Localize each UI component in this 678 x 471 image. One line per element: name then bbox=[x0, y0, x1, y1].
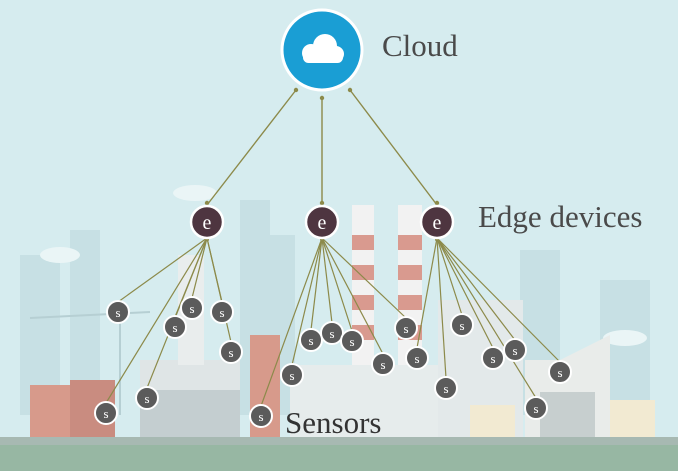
sensor-node: s bbox=[524, 396, 548, 420]
cloud-node bbox=[280, 8, 364, 92]
sensor-node-letter: s bbox=[349, 334, 354, 349]
edge-node-letter: e bbox=[433, 212, 442, 234]
sensor-node-letter: s bbox=[443, 381, 448, 396]
sensor-node: s bbox=[450, 313, 474, 337]
cloud-icon bbox=[302, 34, 344, 63]
sensor-node: s bbox=[371, 352, 395, 376]
sensor-node: s bbox=[548, 360, 572, 384]
sensor-node: s bbox=[106, 300, 130, 324]
sensor-node-letter: s bbox=[115, 305, 120, 320]
sensor-node: s bbox=[405, 346, 429, 370]
sensors-label: Sensors bbox=[285, 405, 382, 440]
edge-sensor-link bbox=[436, 237, 561, 363]
edge-node-letter: e bbox=[318, 212, 327, 234]
sensor-node: s bbox=[94, 401, 118, 425]
link-endpoint bbox=[434, 200, 440, 206]
edge-sensor-link bbox=[436, 237, 494, 349]
edge-sensor-link bbox=[321, 237, 407, 319]
edge-devices-label: Edge devices bbox=[478, 199, 643, 234]
edge-sensor-link bbox=[436, 237, 516, 341]
edge-sensor-link bbox=[416, 237, 438, 349]
link-endpoint bbox=[319, 95, 325, 101]
sensor-node-letter: s bbox=[557, 365, 562, 380]
sensor-node-letter: s bbox=[512, 343, 517, 358]
sensor-node: s bbox=[180, 296, 204, 320]
sensor-node: s bbox=[340, 329, 364, 353]
link-endpoint bbox=[347, 87, 353, 93]
edge-sensor-link bbox=[117, 237, 208, 303]
sensor-node-letter: s bbox=[459, 318, 464, 333]
sensor-node: s bbox=[219, 340, 243, 364]
link-endpoint bbox=[319, 200, 325, 206]
sensor-node-letter: s bbox=[289, 368, 294, 383]
sensor-node-letter: s bbox=[172, 320, 177, 335]
sensor-node-letter: s bbox=[219, 305, 224, 320]
sensor-node-letter: s bbox=[380, 357, 385, 372]
edge-sensor-link bbox=[321, 237, 333, 324]
edge-sensor-link bbox=[321, 237, 384, 355]
sensor-node: s bbox=[320, 321, 344, 345]
sensor-node-letter: s bbox=[258, 409, 263, 424]
edge-sensor-link bbox=[105, 237, 208, 404]
sensor-node-letter: s bbox=[403, 321, 408, 336]
edge-sensor-link bbox=[436, 237, 447, 379]
edge-device-node: e bbox=[304, 204, 340, 240]
link-endpoint bbox=[204, 200, 210, 206]
sensor-node-letter: s bbox=[414, 351, 419, 366]
sensor-node: s bbox=[481, 346, 505, 370]
edge-sensor-link bbox=[436, 237, 537, 399]
edge-sensor-link bbox=[436, 237, 463, 316]
sensor-node: s bbox=[210, 300, 234, 324]
cloud-edge-link bbox=[206, 89, 297, 206]
sensor-node-letter: s bbox=[308, 333, 313, 348]
sensor-node: s bbox=[434, 376, 458, 400]
sensor-node: s bbox=[280, 363, 304, 387]
cloud-edge-link bbox=[349, 89, 438, 206]
sensor-node-letter: s bbox=[103, 406, 108, 421]
edge-device-node: e bbox=[419, 204, 455, 240]
connection-links bbox=[105, 87, 561, 407]
sensor-node-letter: s bbox=[490, 351, 495, 366]
edge-sensor-link bbox=[206, 237, 232, 343]
link-endpoint bbox=[293, 87, 299, 93]
sensor-node-letter: s bbox=[144, 391, 149, 406]
sensor-node-letter: s bbox=[189, 301, 194, 316]
sensor-node-letter: s bbox=[228, 345, 233, 360]
edge-node-letter: e bbox=[203, 212, 212, 234]
sensor-node: s bbox=[163, 315, 187, 339]
sensor-node: s bbox=[394, 316, 418, 340]
sensor-node: s bbox=[249, 404, 273, 428]
sensor-node: s bbox=[135, 386, 159, 410]
edge-sensor-link bbox=[146, 237, 208, 389]
cloud-label: Cloud bbox=[382, 28, 458, 63]
sensor-node-letter: s bbox=[533, 401, 538, 416]
edge-device-node: e bbox=[189, 204, 225, 240]
edge-sensor-link bbox=[291, 237, 323, 366]
edge-sensor-link bbox=[191, 237, 208, 299]
sensor-node: s bbox=[503, 338, 527, 362]
sensor-node-letter: s bbox=[329, 326, 334, 341]
edge-sensor-link bbox=[260, 237, 323, 407]
edge-sensor-link bbox=[310, 237, 323, 331]
sensor-node: s bbox=[299, 328, 323, 352]
edge-sensor-link bbox=[321, 237, 353, 332]
